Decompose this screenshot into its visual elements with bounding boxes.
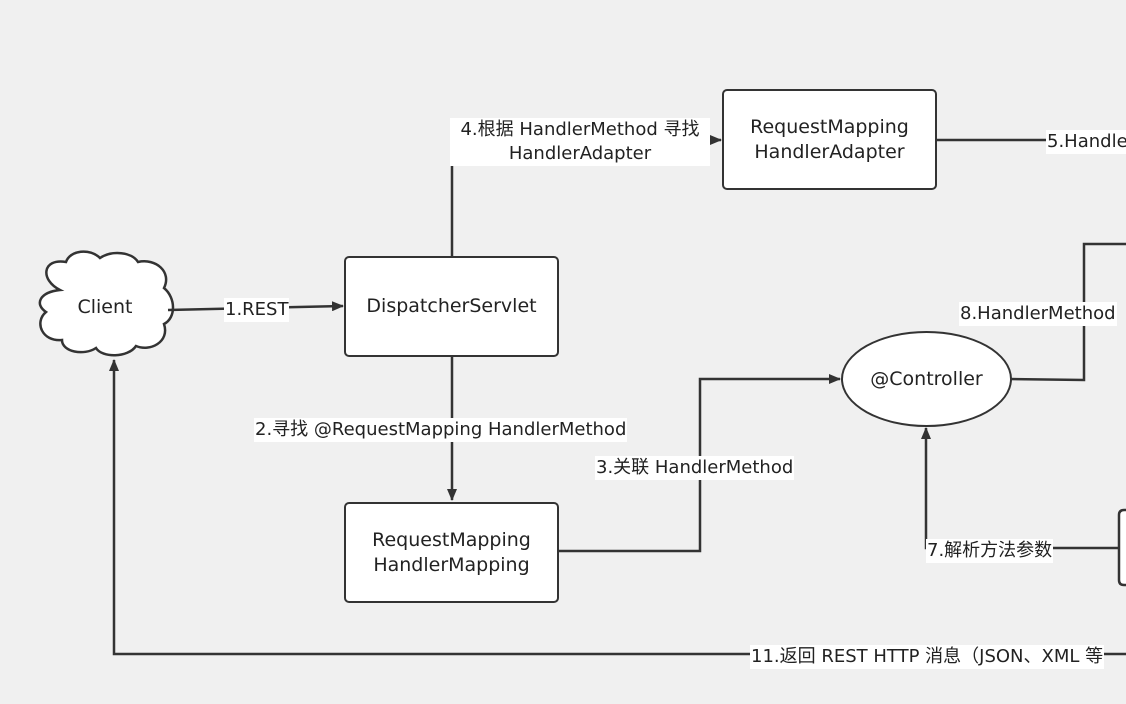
edge-5-label: 5.Handle bbox=[1046, 130, 1126, 154]
handler-mapping-node: RequestMapping HandlerMapping bbox=[344, 502, 559, 603]
partial-node-right bbox=[1117, 508, 1126, 587]
client-node-label: Client bbox=[77, 296, 133, 318]
edge-4-label: 4.根据 HandlerMethod 寻找 HandlerAdapter bbox=[450, 118, 710, 166]
controller-node: @Controller bbox=[841, 331, 1012, 427]
edge-11-label: 11.返回 REST HTTP 消息（JSON、XML 等 bbox=[750, 645, 1105, 669]
edge-8-label: 8.HandlerMethod bbox=[959, 302, 1117, 326]
edge-3-label: 3.关联 HandlerMethod bbox=[595, 456, 795, 480]
edge-7-label: 7.解析方法参数 bbox=[926, 539, 1054, 563]
dispatcher-servlet-node: DispatcherServlet bbox=[344, 256, 559, 357]
edge-7-line bbox=[921, 427, 1120, 550]
edge-1-label: 1.REST bbox=[224, 298, 290, 322]
client-cloud-shape bbox=[38, 250, 175, 357]
handler-adapter-node: RequestMapping HandlerAdapter bbox=[722, 89, 937, 190]
edge-2-label: 2.寻找 @RequestMapping HandlerMethod bbox=[254, 418, 628, 442]
